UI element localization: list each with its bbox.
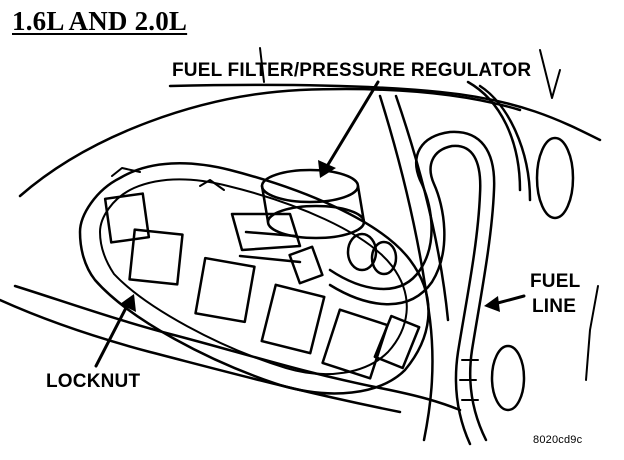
label-line: LINE [532,296,577,317]
figure-code: 8020cd9c [533,434,583,446]
fuel-tank-outline [0,47,602,414]
label-locknut: LOCKNUT [46,371,141,392]
arrow-head-filter [318,160,336,178]
diagram-title: 1.6L AND 2.0L [12,6,188,36]
label-fuel: FUEL [530,271,581,292]
filter-regulator-canister [230,168,398,285]
leader-arrows [94,80,526,368]
arrow-filter-regulator [324,80,380,170]
arrow-head-fuel-line [484,296,500,312]
arrow-fuel-line [492,294,526,306]
arrow-locknut [94,302,130,368]
arrow-head-locknut [120,294,136,312]
fuel-line-hose [328,130,496,446]
locknut-ring [78,162,430,395]
label-filter-regulator: FUEL FILTER/PRESSURE REGULATOR [172,60,532,81]
